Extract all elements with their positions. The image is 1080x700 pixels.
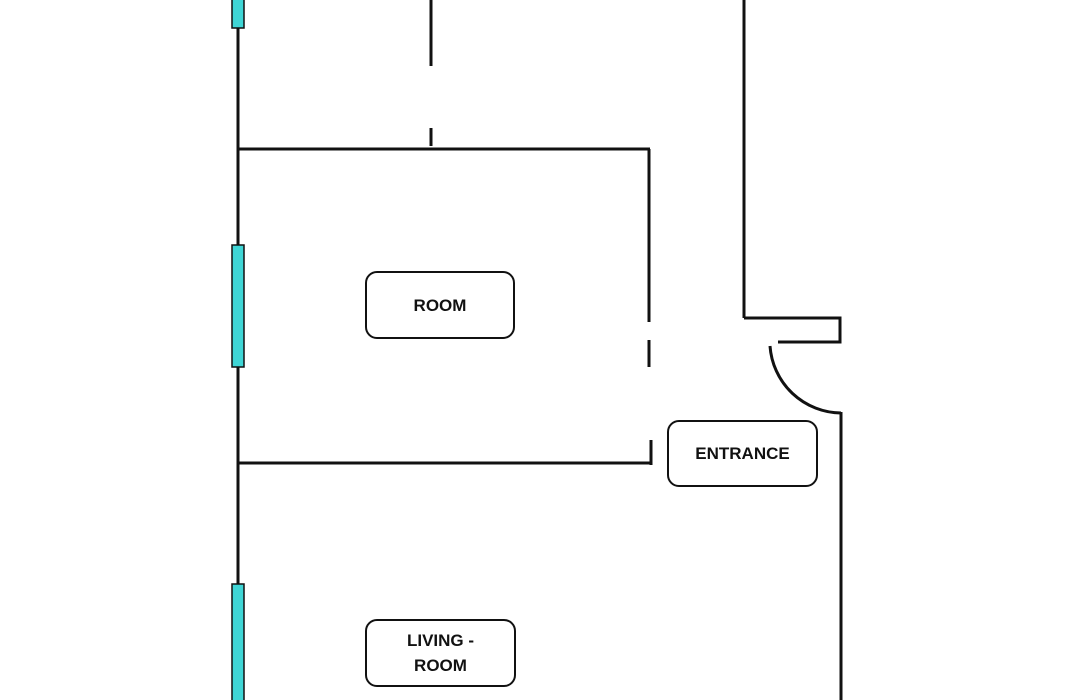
entrance-door-swing <box>768 345 842 415</box>
window-room <box>231 244 245 368</box>
room-label: ROOM <box>365 271 515 339</box>
living-room-label-line1: LIVING - <box>406 631 475 650</box>
window-top <box>231 0 245 29</box>
entrance-label-text: ENTRANCE <box>695 444 790 463</box>
living-room-label-line2: ROOM <box>414 656 467 675</box>
entrance-wall-return <box>744 316 842 344</box>
entrance-label: ENTRANCE <box>667 420 818 487</box>
window-living-room <box>231 583 245 700</box>
room-label-text: ROOM <box>413 295 467 315</box>
living-room-label: LIVING - ROOM <box>365 619 516 687</box>
